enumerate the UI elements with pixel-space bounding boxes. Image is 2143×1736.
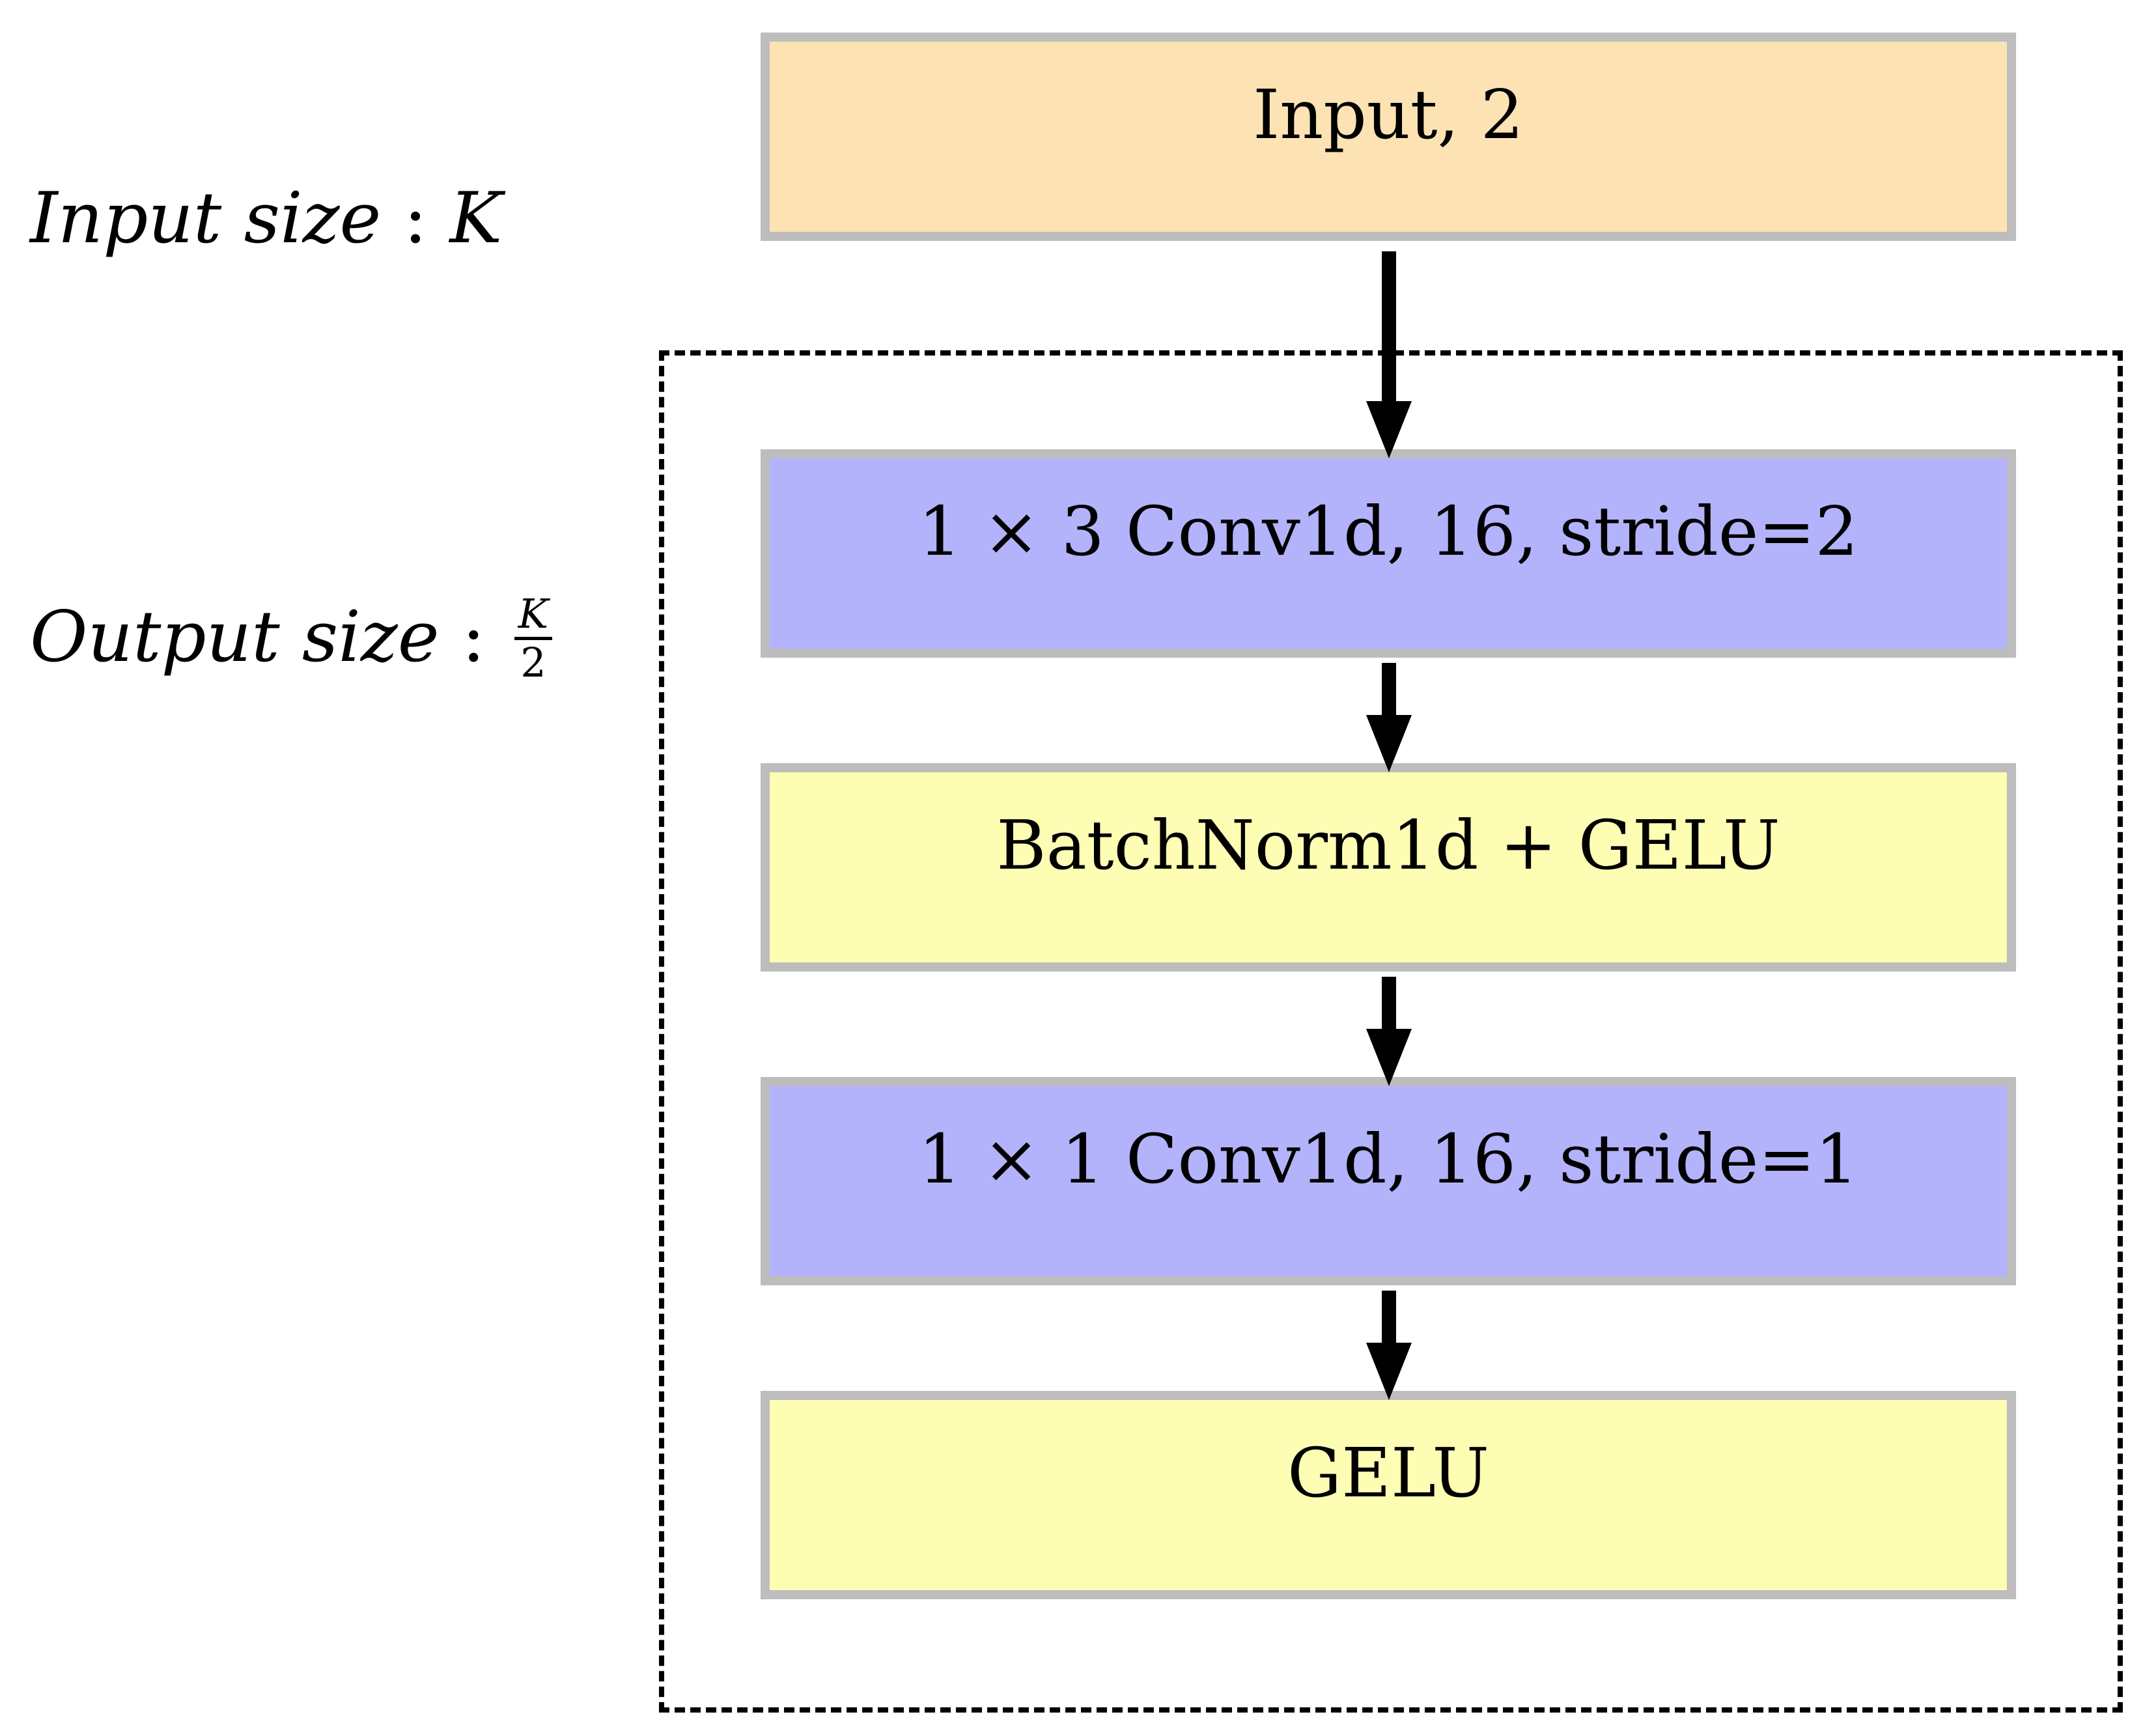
input-size-prefix: Input size (30, 178, 382, 259)
batchnorm-gelu-block: BatchNorm1d + GELU (761, 763, 2016, 972)
conv3-block: 1 × 3 Conv1d, 16, stride=2 (761, 449, 2016, 658)
output-size-prefix: Output size (30, 596, 440, 678)
input-size-separator: : (381, 178, 450, 259)
output-size-denominator: 2 (520, 639, 546, 686)
conv1-block: 1 × 1 Conv1d, 16, stride=1 (761, 1077, 2016, 1285)
conv3-block-label: 1 × 3 Conv1d, 16, stride=2 (918, 492, 1858, 571)
gelu-block: GELU (761, 1391, 2016, 1599)
batchnorm-gelu-block-label: BatchNorm1d + GELU (996, 805, 1780, 885)
conv1-block-label: 1 × 1 Conv1d, 16, stride=1 (918, 1119, 1858, 1199)
input-block-label: Input, 2 (1253, 75, 1524, 154)
input-size-label: Input size : K (30, 184, 502, 254)
output-size-separator: : (439, 596, 508, 678)
input-block: Input, 2 (761, 33, 2016, 241)
gelu-block-label: GELU (1287, 1433, 1490, 1513)
output-size-numerator: K (514, 594, 553, 640)
input-size-value: K (449, 178, 503, 259)
